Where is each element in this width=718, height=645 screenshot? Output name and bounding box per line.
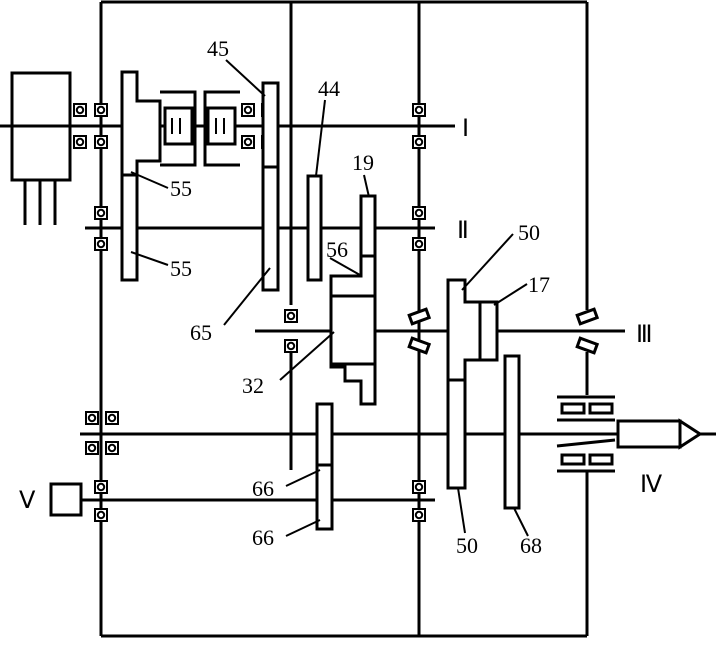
output-spindle	[616, 418, 716, 450]
label-shaft-II: Ⅱ	[457, 218, 469, 244]
label-gear-55-upper: 55	[170, 176, 192, 201]
gear-32	[329, 294, 377, 366]
motor	[10, 71, 72, 225]
label-gear-56: 56	[326, 237, 348, 262]
label-gear-65: 65	[190, 320, 212, 345]
bearings	[72, 102, 616, 523]
label-gear-19: 19	[352, 150, 374, 175]
label-gear-17: 17	[528, 272, 550, 297]
gear-65	[261, 165, 280, 292]
gear-55-upper	[120, 70, 162, 177]
label-gear-50-lower: 50	[456, 533, 478, 558]
label-gear-50-upper: 50	[518, 220, 540, 245]
gear-50-lower	[446, 378, 467, 490]
label-gear-68: 68	[520, 533, 542, 558]
gear-66-lower	[315, 463, 334, 531]
gear-44	[306, 174, 323, 282]
label-gear-32: 32	[242, 373, 264, 398]
shaft-V-input-block	[49, 482, 83, 517]
friction-clutch	[160, 90, 240, 167]
gears	[49, 70, 521, 531]
label-gear-66-upper: 66	[252, 476, 274, 501]
gear-68	[503, 354, 521, 510]
gear-66-upper	[315, 402, 334, 467]
label-gear-55-lower: 55	[170, 256, 192, 281]
label-gear-66-lower: 66	[252, 525, 274, 550]
label-gear-44: 44	[318, 76, 340, 101]
gear-55-lower	[120, 173, 139, 282]
label-gear-45: 45	[207, 36, 229, 61]
label-shaft-I: Ⅰ	[462, 116, 469, 142]
label-shaft-IV: Ⅳ	[640, 472, 662, 498]
label-shaft-III: Ⅲ	[636, 322, 653, 348]
label-shaft-V: Ⅴ	[19, 488, 36, 514]
gear-17	[478, 300, 499, 362]
labels: Ⅰ Ⅱ Ⅲ Ⅳ Ⅴ 45 44 55 55 19 56 65 32 50 17 …	[19, 36, 662, 558]
leader-lines	[130, 59, 529, 537]
gear-19	[359, 194, 377, 258]
